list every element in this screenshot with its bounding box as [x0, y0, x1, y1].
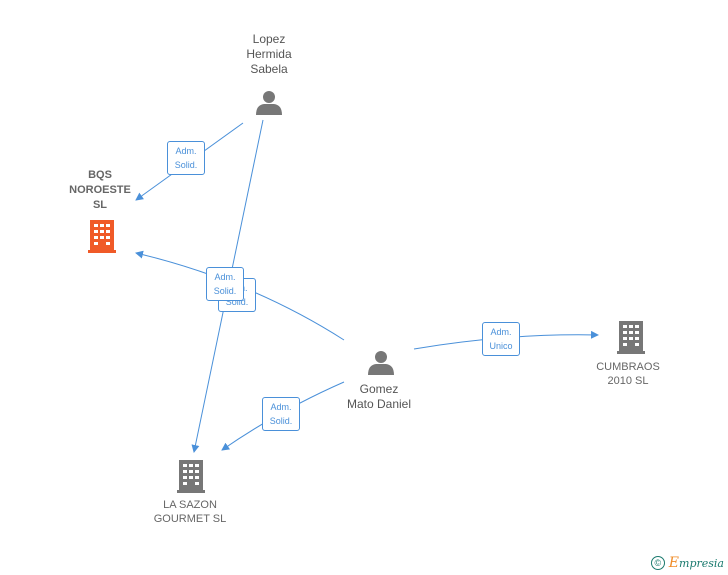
person-icon — [256, 91, 282, 115]
copyright-icon: © — [650, 556, 665, 570]
edge-label-gomez-bqs: Adm. Solid. — [206, 267, 244, 301]
brand-logo: Empresia — [668, 555, 724, 571]
company-bqs-label[interactable]: BQS NOROESTE SL — [69, 169, 131, 211]
building-icon — [88, 220, 116, 253]
person-icon — [368, 351, 394, 375]
building-icon — [177, 460, 205, 493]
edge-label-gomez-lasazon: Adm. Solid. — [262, 397, 300, 431]
person-lopez-label[interactable]: Lopez Hermida Sabela — [246, 32, 292, 76]
edge-label-gomez-cumbraos: Adm. Unico — [482, 322, 520, 356]
person-gomez-label[interactable]: Gomez Mato Daniel — [346, 382, 412, 411]
company-cumbraos-label[interactable]: CUMBRAOS 2010 SL — [596, 361, 660, 387]
building-icon — [617, 321, 645, 354]
empresia-watermark: © Empresia — [650, 555, 724, 571]
edge-label-lopez-bqs: Adm. Solid. — [167, 141, 205, 175]
company-lasazon-label[interactable]: LA SAZON GOURMET SL — [153, 499, 227, 525]
